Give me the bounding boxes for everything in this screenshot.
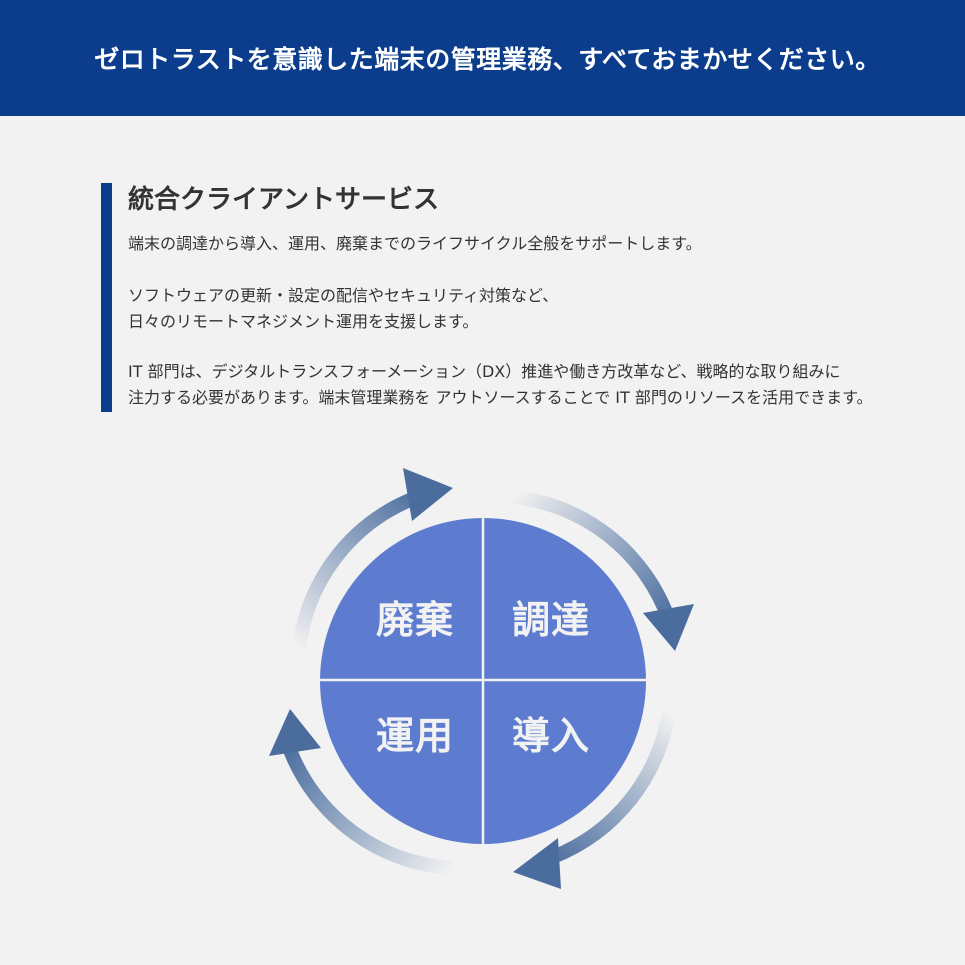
header-title: ゼロトラストを意識した端末の管理業務、すべておまかせください。 bbox=[94, 45, 881, 74]
accent-bar bbox=[101, 183, 112, 412]
quadrant-deployment: 導入 bbox=[512, 714, 591, 758]
paragraph-remote-management: ソフトウェアの更新・設定の配信やセキュリティ対策など、 日々のリモートマネジメン… bbox=[128, 283, 558, 335]
paragraph-line: ソフトウェアの更新・設定の配信やセキュリティ対策など、 bbox=[128, 286, 559, 305]
quadrant-procurement: 調達 bbox=[512, 598, 591, 642]
section-title: 統合クライアントサービス bbox=[128, 185, 439, 215]
service-section: 統合クライアントサービス 端末の調達から導入、運用、廃棄までのライフサイクル全般… bbox=[101, 183, 941, 412]
quadrant-operation: 運用 bbox=[376, 714, 455, 758]
quadrant-disposal: 廃棄 bbox=[376, 598, 455, 642]
arrow-top-left-icon bbox=[292, 468, 453, 651]
paragraph-line: 日々のリモートマネジメント運用を支援します。 bbox=[128, 312, 479, 331]
arrow-bottom-left-icon bbox=[269, 709, 453, 875]
paragraph-line: 端末の調達から導入、運用、廃棄までのライフサイクル全般をサポートします。 bbox=[128, 234, 702, 253]
arrow-top-right-icon bbox=[512, 490, 694, 651]
paragraph-it-department: IT 部門は、デジタルトランスフォーメーション（DX）推進や働き方改革など、戦略… bbox=[128, 359, 872, 411]
paragraph-lifecycle: 端末の調達から導入、運用、廃棄までのライフサイクル全般をサポートします。 bbox=[128, 231, 702, 257]
paragraph-line: 注力する必要があります。端末管理業務を アウトソースすることで IT 部門のリソ… bbox=[128, 388, 873, 407]
paragraph-line: IT 部門は、デジタルトランスフォーメーション（DX）推進や働き方改革など、戦略… bbox=[128, 362, 841, 381]
arrow-bottom-right-icon bbox=[513, 709, 676, 889]
header-banner: ゼロトラストを意識した端末の管理業務、すべておまかせください。 bbox=[0, 0, 965, 116]
